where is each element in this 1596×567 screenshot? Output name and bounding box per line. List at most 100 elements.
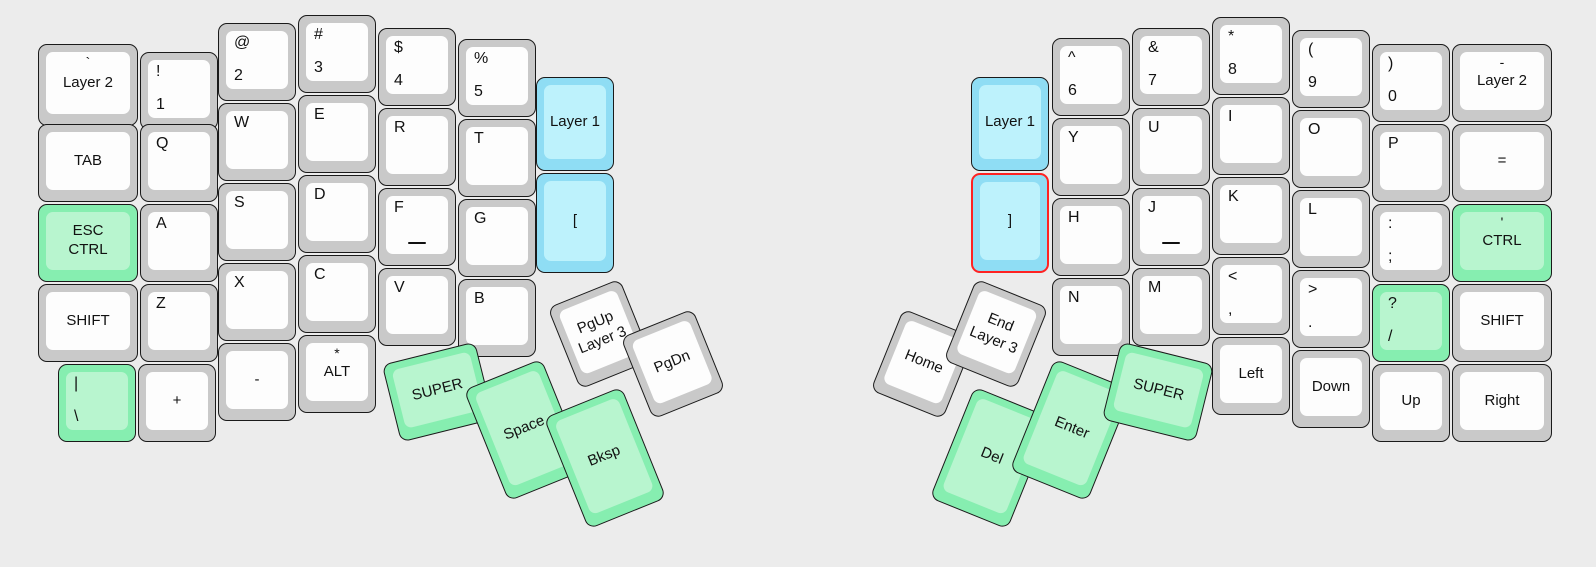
key-r-face: R (386, 116, 448, 174)
key-shift-left[interactable]: SHIFT (38, 284, 138, 362)
key-6[interactable]: ^6 (1052, 38, 1130, 116)
key-0[interactable]: )0 (1372, 44, 1450, 122)
key-3[interactable]: #3 (298, 15, 376, 93)
key-9[interactable]: (9 (1292, 30, 1370, 108)
key-layer-1-left-face: Layer 1 (544, 85, 606, 159)
key-right-legend: Right (1484, 391, 1520, 409)
key-r[interactable]: R (378, 108, 456, 186)
key-quote-ctrl[interactable]: 'CTRL (1452, 204, 1552, 282)
key-quote-ctrl-face: 'CTRL (1460, 212, 1544, 270)
key-shift-right[interactable]: SHIFT (1452, 284, 1552, 362)
key-w[interactable]: W (218, 103, 296, 181)
key-4[interactable]: $4 (378, 28, 456, 106)
key-comma[interactable]: <, (1212, 257, 1290, 335)
key-c[interactable]: C (298, 255, 376, 333)
key-period[interactable]: >. (1292, 270, 1370, 348)
key-layer-2-left[interactable]: `Layer 2 (38, 44, 138, 126)
key-t[interactable]: T (458, 119, 536, 197)
key-left-face: Left (1220, 345, 1282, 403)
key-v-legend: V (394, 279, 405, 296)
key-bracket-right[interactable]: ] (971, 173, 1049, 273)
key-z[interactable]: Z (140, 284, 218, 362)
key-left[interactable]: Left (1212, 337, 1290, 415)
key-down[interactable]: Down (1292, 350, 1370, 428)
key-3-shift-legend: # (314, 26, 323, 43)
key-q[interactable]: Q (140, 124, 218, 202)
key-slash[interactable]: ?/ (1372, 284, 1450, 362)
key-1[interactable]: !1 (140, 52, 218, 130)
key-g[interactable]: G (458, 199, 536, 277)
key-6-legend: 6 (1068, 82, 1077, 99)
key-v[interactable]: V (378, 268, 456, 346)
key-shift-left-legend: SHIFT (66, 311, 110, 329)
key-8[interactable]: *8 (1212, 17, 1290, 95)
key-tab[interactable]: TAB (38, 124, 138, 202)
key-d[interactable]: D (298, 175, 376, 253)
key-plus[interactable]: + (138, 364, 216, 442)
key-super-right[interactable]: SUPER (1101, 341, 1215, 443)
key-2[interactable]: @2 (218, 23, 296, 101)
key-y[interactable]: Y (1052, 118, 1130, 196)
key-o[interactable]: O (1292, 110, 1370, 188)
key-esc-ctrl-face: ESC CTRL (46, 212, 130, 270)
key-minus-left[interactable]: - (218, 343, 296, 421)
key-q-face: Q (148, 132, 210, 190)
key-e[interactable]: E (298, 95, 376, 173)
key-pipe-backslash[interactable]: |\ (58, 364, 136, 442)
key-8-shift-legend: * (1228, 28, 1235, 45)
key-c-face: C (306, 263, 368, 321)
key-h-legend: H (1068, 209, 1080, 226)
key-o-legend: O (1308, 121, 1321, 138)
key-alt[interactable]: *ALT (298, 335, 376, 413)
key-layer-1-left[interactable]: Layer 1 (536, 77, 614, 171)
key-p[interactable]: P (1372, 124, 1450, 202)
key-right[interactable]: Right (1452, 364, 1552, 442)
key-a[interactable]: A (140, 204, 218, 282)
key-f[interactable]: F (378, 188, 456, 266)
key-5[interactable]: %5 (458, 39, 536, 117)
key-a-face: A (148, 212, 210, 270)
key-c-legend: C (314, 266, 326, 283)
key-l[interactable]: L (1292, 190, 1370, 268)
key-x-legend: X (234, 274, 245, 291)
key-i-face: I (1220, 105, 1282, 163)
key-semicolon[interactable]: :; (1372, 204, 1450, 282)
key-m-legend: M (1148, 279, 1162, 296)
key-0-face: )0 (1380, 52, 1442, 110)
key-up-face: Up (1380, 372, 1442, 430)
key-n[interactable]: N (1052, 278, 1130, 356)
key-f-face: F (386, 196, 448, 254)
key-o-face: O (1300, 118, 1362, 176)
key-pgdn-face: PgDn (630, 319, 714, 406)
key-7-shift-legend: & (1148, 39, 1159, 56)
key-equals[interactable]: = (1452, 124, 1552, 202)
key-n-face: N (1060, 286, 1122, 344)
key-bracket-left[interactable]: [ (536, 173, 614, 273)
key-6-face: ^6 (1060, 46, 1122, 104)
key-s[interactable]: S (218, 183, 296, 261)
key-k-face: K (1220, 185, 1282, 243)
key-x[interactable]: X (218, 263, 296, 341)
key-pipe-backslash-legend: \ (74, 408, 79, 425)
key-7-face: &7 (1140, 36, 1202, 94)
key-p-face: P (1380, 132, 1442, 190)
key-0-legend: 0 (1388, 88, 1397, 105)
key-pipe-backslash-face: |\ (66, 372, 128, 430)
key-k[interactable]: K (1212, 177, 1290, 255)
key-layer-1-right[interactable]: Layer 1 (971, 77, 1049, 171)
key-layer-2-right[interactable]: -Layer 2 (1452, 44, 1552, 122)
key-i[interactable]: I (1212, 97, 1290, 175)
key-pgdn-legend: PgDn (651, 346, 693, 377)
key-m[interactable]: M (1132, 268, 1210, 346)
key-h[interactable]: H (1052, 198, 1130, 276)
key-up[interactable]: Up (1372, 364, 1450, 442)
key-6-shift-legend: ^ (1068, 49, 1076, 66)
key-u[interactable]: U (1132, 108, 1210, 186)
key-w-face: W (226, 111, 288, 169)
key-esc-ctrl[interactable]: ESC CTRL (38, 204, 138, 282)
key-layer-1-right-legend: Layer 1 (984, 112, 1036, 130)
key-j[interactable]: J (1132, 188, 1210, 266)
key-7[interactable]: &7 (1132, 28, 1210, 106)
key-pgup-layer3-face: PgUp Layer 3 (557, 289, 641, 376)
key-right-face: Right (1460, 372, 1544, 430)
